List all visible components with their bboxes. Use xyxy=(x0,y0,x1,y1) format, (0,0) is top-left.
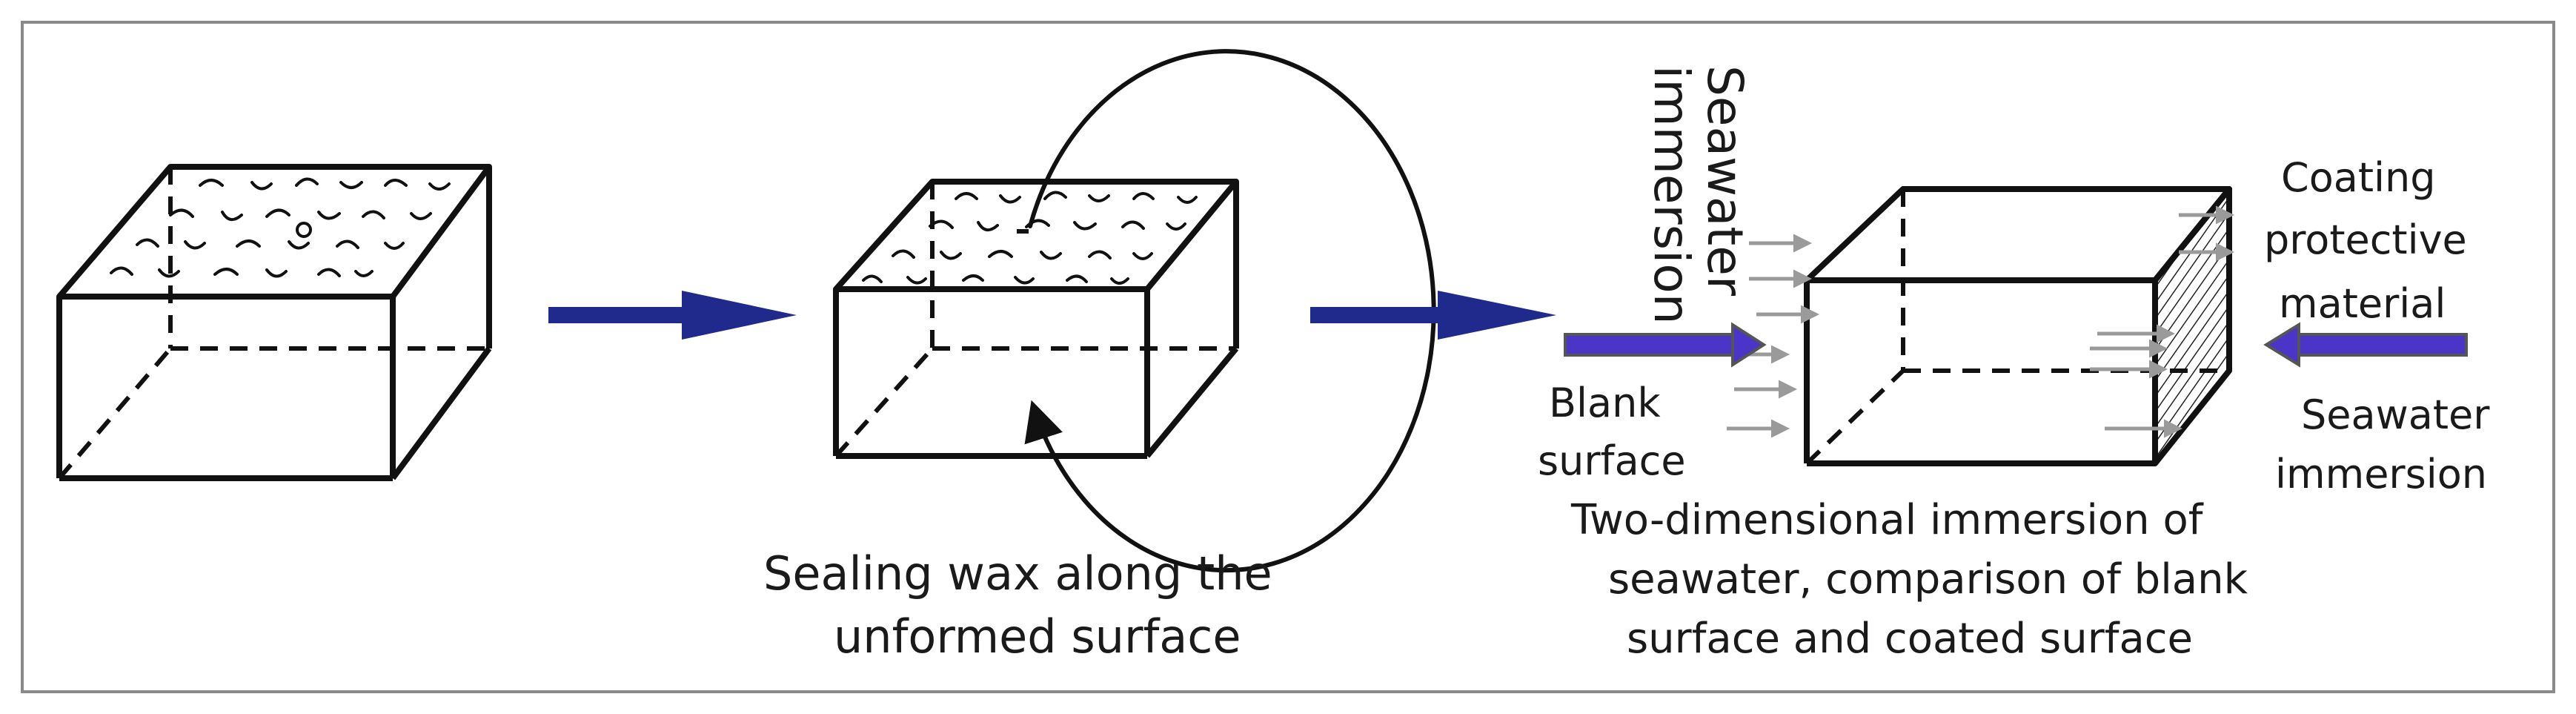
label-blank-surface-line1: Blank xyxy=(1549,380,1661,426)
block-top-face xyxy=(1804,186,2232,283)
rough-surface-texture xyxy=(110,177,451,278)
caption-immersion-line2: seawater, comparison of blank xyxy=(1608,555,2248,604)
label-seawater-immersion-top: Seawater immersion xyxy=(1643,65,1753,325)
svg-text:immersion: immersion xyxy=(1643,65,1700,325)
caption-sealing-wax-line2: unformed surface xyxy=(834,609,1241,664)
svg-text:Seawater: Seawater xyxy=(1696,65,1753,297)
figure-border xyxy=(21,21,2555,693)
rough-surface-texture xyxy=(862,191,1198,285)
label-seawater-right-line2: immersion xyxy=(2275,451,2487,498)
specimen-block-wax xyxy=(833,179,1239,459)
block-top-face xyxy=(833,179,1239,292)
caption-immersion-line3: surface and coated surface xyxy=(1627,615,2193,663)
process-arrow-icon xyxy=(1310,291,1556,340)
process-arrow-icon xyxy=(548,291,797,340)
label-coating-line3: material xyxy=(2279,280,2446,327)
specimen-block-immersion xyxy=(1804,186,2232,466)
label-coating-line1: Coating xyxy=(2281,154,2436,201)
caption-immersion-line1: Two-dimensional immersion of xyxy=(1570,496,2204,544)
label-coating-line2: protective xyxy=(2264,216,2467,263)
rotation-arrow-icon xyxy=(1017,49,1436,573)
label-seawater-right-line1: Seawater xyxy=(2301,391,2490,438)
immersion-arrow-left xyxy=(1564,322,1767,368)
seawater-flow-arrows-right xyxy=(2090,205,2234,438)
immersion-arrow-right xyxy=(2263,322,2468,368)
caption-sealing-wax-line1: Sealing wax along the xyxy=(763,546,1272,601)
label-blank-surface-line2: surface xyxy=(1538,437,1686,484)
specimen-block-raw xyxy=(56,164,492,481)
